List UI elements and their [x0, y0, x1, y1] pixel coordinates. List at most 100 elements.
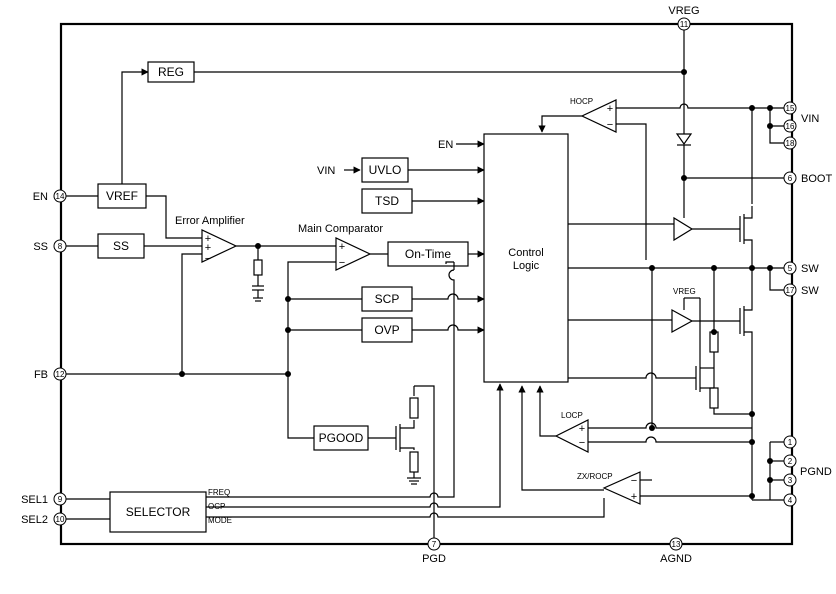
pin-7-circle — [427, 537, 441, 551]
pin-sel1-label: SEL1 — [21, 494, 48, 506]
pin-pgd-label: PGD — [422, 553, 446, 565]
pin-fb-label: FB — [34, 369, 48, 381]
ovp-label: OVP — [374, 323, 399, 337]
pin-12-circle — [53, 367, 67, 381]
locp-caption: LOCP — [561, 411, 583, 420]
pin-11-circle — [677, 17, 691, 31]
mc-minus: − — [339, 257, 345, 269]
main-comparator — [335, 237, 372, 271]
tsd-block — [361, 188, 413, 214]
control-logic-label-line1: Control — [508, 247, 543, 259]
pin-8-circle — [53, 239, 67, 253]
pin-16-number: 16 — [786, 122, 795, 131]
error-amplifier-caption: Error Amplifier — [175, 215, 245, 227]
uvlo-vin-signal: VIN — [317, 165, 335, 177]
pin-3-number: 3 — [788, 476, 793, 485]
on-time-block — [387, 241, 469, 267]
compensation-resistor — [253, 259, 263, 276]
ic-outline — [59, 22, 794, 546]
pin-sw-label-2: SW — [801, 285, 819, 297]
zx-rocp-minus: − — [631, 475, 637, 487]
pin-sw-label-1: SW — [801, 263, 819, 275]
on-time-label: On-Time — [405, 247, 452, 261]
pin-1-circle — [783, 435, 797, 449]
hocp-caption: HOCP — [570, 97, 593, 106]
en-signal: EN — [438, 139, 453, 151]
ss-block-label: SS — [113, 239, 129, 253]
pin-17-number: 17 — [786, 286, 795, 295]
freq-signal: FREQ — [208, 488, 230, 497]
uvlo-block — [361, 157, 409, 183]
ea-plus-1: + — [205, 233, 211, 245]
pin-18-circle — [783, 136, 797, 150]
ss-block — [97, 233, 145, 259]
selector-label: SELECTOR — [126, 505, 191, 519]
pin-vreg-label: VREG — [668, 5, 699, 17]
locp-minus: − — [579, 437, 585, 449]
pin-13-circle — [669, 537, 683, 551]
vreg-small-caption: VREG — [673, 287, 696, 296]
hocp-plus: + — [607, 103, 613, 115]
scp-label: SCP — [375, 292, 400, 306]
pin-en-label: EN — [33, 191, 48, 203]
pin-boot-label: BOOT — [801, 173, 832, 185]
reg-block — [147, 61, 195, 83]
ocp-signal: OCP — [208, 502, 225, 511]
pin-9-circle — [53, 492, 67, 506]
pin-15-circle — [783, 101, 797, 115]
hocp-minus: − — [607, 119, 613, 131]
pgood-label: PGOOD — [319, 431, 364, 445]
uvlo-label: UVLO — [369, 163, 402, 177]
pin-18-number: 18 — [786, 139, 795, 148]
zx-rocp-plus: + — [631, 491, 637, 503]
ea-plus-2: + — [205, 242, 211, 254]
pin-vin-label: VIN — [801, 113, 819, 125]
pin-ss-label: SS — [33, 241, 48, 253]
pin-5-number: 5 — [788, 264, 793, 273]
vref-label: VREF — [106, 189, 138, 203]
pin-14-number: 14 — [56, 192, 65, 201]
pin-14-circle — [53, 189, 67, 203]
pin-sel2-label: SEL2 — [21, 514, 48, 526]
pin-12-number: 12 — [56, 370, 65, 379]
pin-13-number: 13 — [672, 540, 681, 549]
pin-7-number: 7 — [432, 540, 437, 549]
pin-2-number: 2 — [788, 457, 793, 466]
pin-6-circle — [783, 171, 797, 185]
pin-10-number: 10 — [56, 515, 65, 524]
pgood-block — [313, 425, 369, 451]
pin-9-number: 9 — [58, 495, 63, 504]
vref-block — [97, 183, 147, 209]
pin-16-circle — [783, 119, 797, 133]
locp-plus: + — [579, 423, 585, 435]
pin-5-circle — [783, 261, 797, 275]
pin-3-circle — [783, 473, 797, 487]
junction-dots — [179, 69, 773, 499]
main-comparator-caption: Main Comparator — [298, 223, 383, 235]
scp-block — [361, 286, 413, 312]
pin-pgnd-label: PGND — [800, 466, 832, 478]
pin-6-number: 6 — [788, 174, 793, 183]
zx-rocp-caption: ZX/ROCP — [577, 472, 613, 481]
error-amplifier — [201, 229, 238, 263]
pin-1-number: 1 — [788, 438, 793, 447]
pin-10-circle — [53, 512, 67, 526]
pin-4-number: 4 — [788, 496, 793, 505]
hocp-comparator — [580, 99, 617, 133]
pin-agnd-label: AGND — [660, 553, 692, 565]
control-logic-label-line2: Logic — [513, 260, 540, 272]
mc-plus: + — [339, 241, 345, 253]
control-logic-block — [483, 133, 569, 383]
pin-4-circle — [783, 493, 797, 507]
ovp-block — [361, 317, 413, 343]
pin-11-number: 11 — [680, 20, 689, 29]
pin-15-number: 15 — [786, 104, 795, 113]
locp-comparator — [554, 419, 589, 453]
mode-signal: MODE — [208, 516, 232, 525]
zx-rocp-comparator — [602, 471, 641, 505]
selector-block — [109, 491, 207, 533]
pin-2-circle — [783, 454, 797, 468]
pin-17-circle — [783, 283, 797, 297]
pin-8-number: 8 — [58, 242, 63, 251]
